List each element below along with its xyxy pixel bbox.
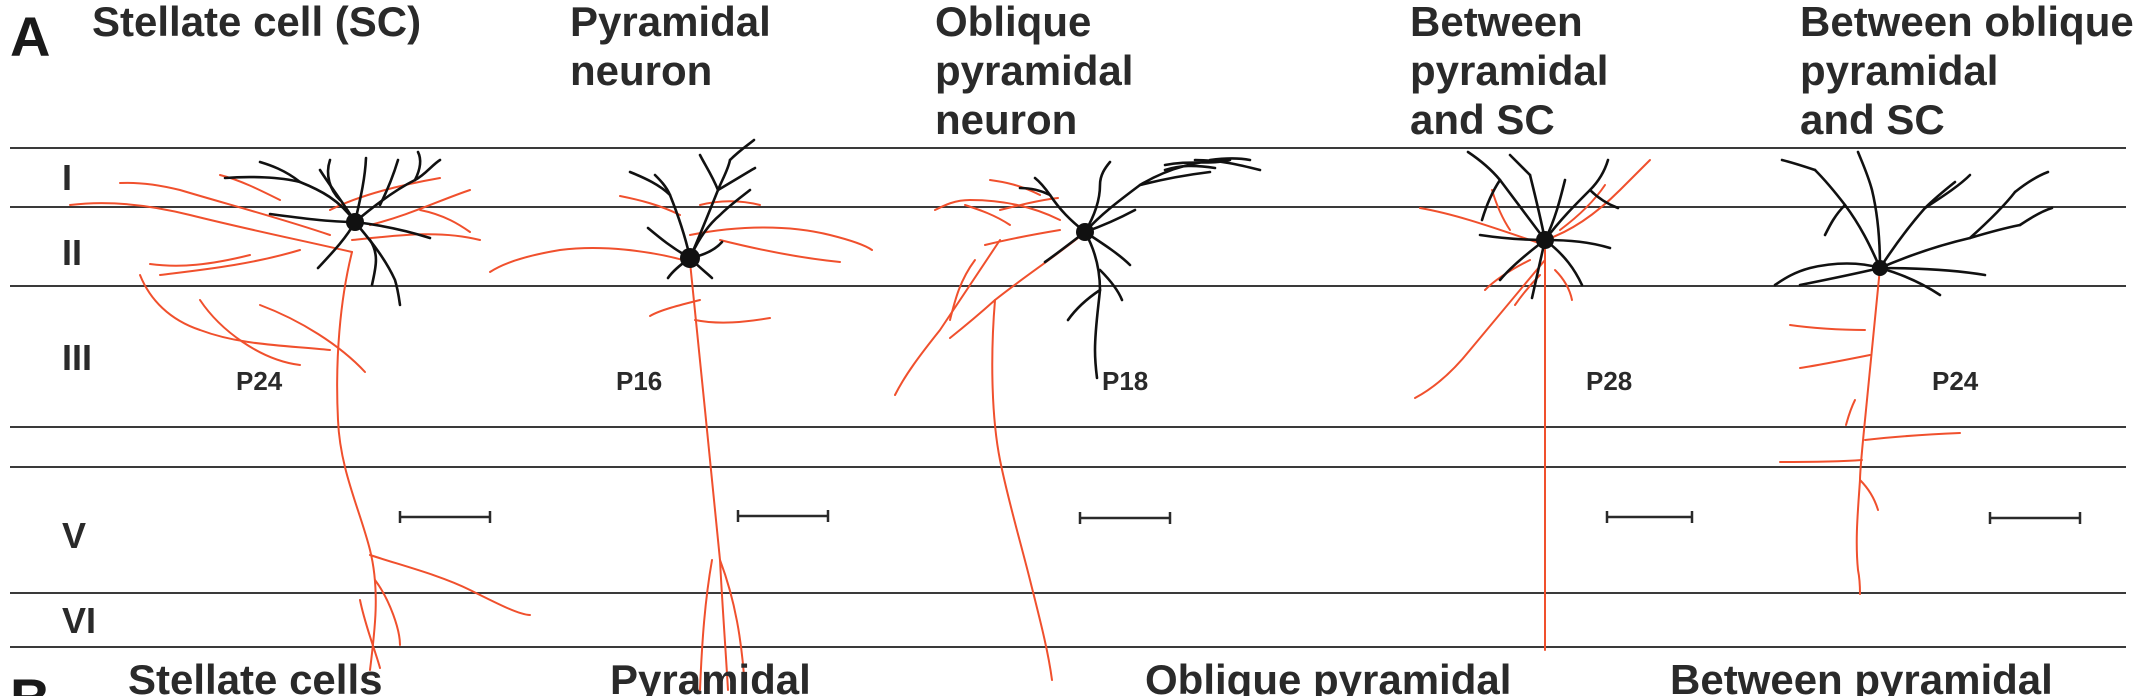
title-between-pyramidal-line-1: Between	[1410, 0, 1583, 45]
dendrite-arbor	[1466, 150, 1620, 300]
age-label-oblique: P18	[1102, 366, 1148, 396]
panel-b-title-between-pyramidal: Between pyramidal	[1670, 656, 2053, 696]
layer-labels: I II III V VI	[62, 157, 96, 641]
dendrite-arbor	[628, 138, 757, 280]
dendrite-arbor	[223, 150, 442, 307]
axon-arbor	[1414, 159, 1651, 651]
title-pyramidal-line-2: neuron	[570, 47, 712, 94]
title-stellate-cell-line-1: Stellate cell (SC)	[92, 0, 421, 45]
dendrite-arbor	[1773, 150, 2054, 297]
neuron-pyramidal	[489, 138, 873, 691]
title-between-pyramidal-line-3: and SC	[1410, 96, 1555, 143]
title-between-oblique-line-3: and SC	[1800, 96, 1945, 143]
axon-arbor	[1779, 267, 1961, 595]
age-labels: P24 P16 P18 P28 P24	[236, 366, 1979, 396]
title-between-pyramidal-line-2: pyramidal	[1410, 47, 1608, 94]
layer-label-v: V	[62, 515, 86, 556]
age-label-between-oblique: P24	[1932, 366, 1979, 396]
layer-boundaries	[10, 147, 2126, 648]
neuron-between-pyramidal-and-sc	[1414, 150, 1651, 651]
title-between-oblique-line-2: pyramidal	[1800, 47, 1998, 94]
panel-b-title-oblique: Oblique pyramidal	[1145, 656, 1511, 696]
layer-label-iii: III	[62, 337, 92, 378]
title-oblique-line-2: pyramidal	[935, 47, 1133, 94]
title-pyramidal-line-1: Pyramidal	[570, 0, 771, 45]
axon-arbor	[894, 179, 1079, 681]
scale-bars	[398, 510, 2082, 524]
age-label-stellate: P24	[236, 366, 283, 396]
neuron-stellate-cell	[69, 150, 531, 671]
age-label-pyramidal: P16	[616, 366, 662, 396]
panel-b-title-stellate: Stellate cells	[128, 656, 382, 696]
layer-label-ii: II	[62, 232, 82, 273]
title-oblique-line-3: neuron	[935, 96, 1077, 143]
neuron-between-oblique-pyramidal-and-sc	[1773, 150, 2054, 595]
age-label-between-pyramidal: P28	[1586, 366, 1632, 396]
dendrite-arbor	[1018, 157, 1262, 380]
column-titles: Stellate cell (SC) Pyramidal neuron Obli…	[92, 0, 2134, 143]
title-oblique-line-1: Oblique	[935, 0, 1091, 45]
layer-label-vi: VI	[62, 600, 96, 641]
layer-label-i: I	[62, 157, 72, 198]
panel-b-header: B Stellate cells Pyramidal Oblique pyram…	[10, 656, 2053, 696]
title-between-oblique-line-1: Between oblique	[1800, 0, 2134, 45]
axon-arbor	[69, 174, 531, 671]
axon-arbor	[489, 195, 873, 691]
panel-b-letter: B	[10, 667, 50, 696]
panel-a-letter: A	[10, 5, 50, 68]
neuron-oblique-pyramidal	[894, 157, 1262, 681]
panel-b-title-pyramidal: Pyramidal	[610, 656, 811, 696]
